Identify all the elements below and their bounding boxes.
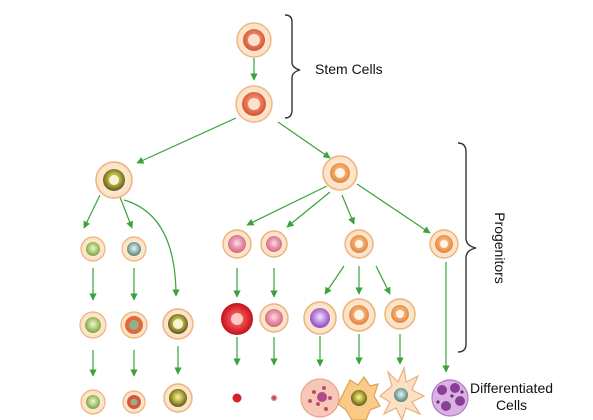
stem-cells-label: Stem Cells — [315, 61, 383, 77]
progenitor-green-1 — [80, 236, 106, 262]
erythroblast — [221, 303, 253, 335]
precursor-violet — [303, 301, 337, 335]
stem-cells-bracket — [284, 14, 301, 119]
precursor-pink — [259, 303, 289, 333]
neutrophil — [431, 379, 469, 417]
macrophage — [337, 375, 381, 420]
differentiated-cells-label: Differentiated Cells — [470, 380, 553, 414]
lymphoid-progenitor — [322, 155, 358, 191]
precursor-green — [79, 311, 107, 339]
precursor-orange-2 — [384, 298, 416, 330]
progenitor-orange-2 — [429, 229, 459, 259]
stem-cell-2 — [235, 85, 273, 123]
precursor-yellow — [162, 308, 194, 340]
progenitor-orange-1 — [344, 229, 374, 259]
lineage-arrows — [83, 58, 450, 377]
progenitors-bracket — [457, 142, 477, 353]
platelet — [271, 395, 277, 401]
progenitor-pink-2 — [260, 230, 288, 258]
differentiated-yellow — [163, 383, 193, 413]
red-blood-cell — [232, 393, 242, 403]
myeloid-progenitor — [95, 161, 133, 199]
progenitor-pink-1 — [222, 229, 252, 259]
differentiated-green — [80, 389, 106, 415]
dendritic-cell — [378, 365, 426, 420]
precursor-red-ring — [120, 311, 148, 339]
stem-cell-1 — [236, 22, 272, 58]
differentiated-label-line1: Differentiated — [470, 380, 554, 396]
precursor-orange-1 — [342, 298, 376, 332]
mast-cell — [300, 378, 340, 418]
progenitors-label: Progenitors — [492, 212, 508, 284]
differentiated-red-ring — [122, 390, 146, 414]
differentiated-label-line2: Cells — [495, 397, 528, 413]
progenitor-teal-1 — [121, 236, 147, 262]
